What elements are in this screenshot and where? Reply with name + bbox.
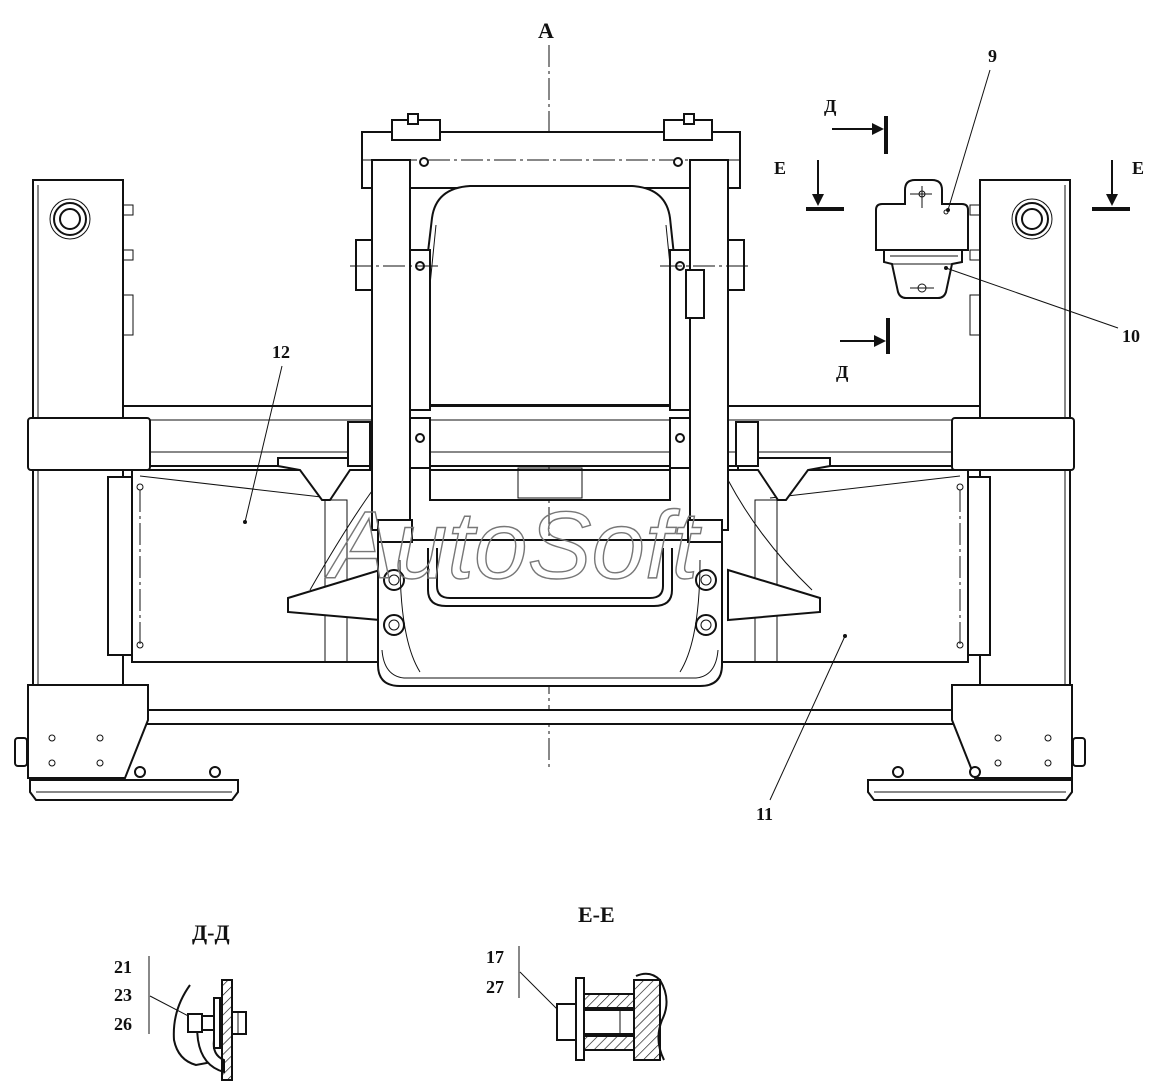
svg-text:Д: Д	[824, 96, 837, 116]
callout-10: 10	[944, 266, 1140, 346]
svg-text:12: 12	[272, 342, 290, 362]
svg-text:11: 11	[756, 804, 773, 824]
callout-9: 9	[946, 46, 997, 212]
right-column	[867, 179, 1086, 801]
upper-cross-beam	[119, 405, 1046, 467]
right-column-bore	[1015, 202, 1049, 236]
left-column-bore	[53, 202, 87, 236]
section-mark-e-left: Е	[774, 158, 844, 211]
seat-cushion	[377, 539, 723, 687]
svg-text:10: 10	[1122, 326, 1140, 346]
watermark: AutoSoft	[325, 492, 702, 599]
svg-text:Е-Е: Е-Е	[578, 902, 615, 927]
svg-text:26: 26	[114, 1014, 132, 1034]
right-base-bolt	[892, 766, 904, 778]
callout-11: 11	[756, 634, 847, 824]
svg-text:Е: Е	[774, 158, 786, 178]
callout-12: 12	[243, 342, 290, 524]
mount-bolt-icon	[383, 569, 405, 591]
section-mark-e-right: Е	[1092, 158, 1144, 211]
right-shield-panel	[719, 469, 991, 663]
section-mark-d-bottom: Д	[836, 318, 890, 382]
section-ee: Е-Е 17 27	[486, 902, 668, 1061]
svg-text:27: 27	[486, 977, 504, 997]
main-view: AutoSoft	[14, 45, 1086, 801]
left-base-bolt	[134, 766, 146, 778]
left-shield-panel	[107, 469, 381, 663]
view-title: А	[538, 18, 554, 43]
svg-text:Е: Е	[1132, 158, 1144, 178]
svg-text:17: 17	[486, 947, 504, 967]
lower-cross-beam	[119, 709, 1046, 725]
right-post	[660, 159, 750, 531]
cushion-mounts	[377, 519, 723, 636]
svg-text:Д-Д: Д-Д	[192, 920, 230, 945]
section-dd: Д-Д 21 23 26	[114, 920, 247, 1081]
side-brackets	[277, 421, 831, 622]
svg-text:9: 9	[988, 46, 997, 66]
svg-text:21: 21	[114, 957, 132, 977]
mid-plate	[429, 467, 671, 501]
seat-back	[408, 185, 692, 406]
upper-frame	[361, 113, 741, 189]
svg-text:23: 23	[114, 985, 132, 1005]
section-mark-d-top: Д	[824, 96, 888, 154]
svg-text:Д: Д	[836, 362, 849, 382]
seat-handle	[427, 548, 673, 607]
detail-plate-9-10	[875, 179, 969, 299]
